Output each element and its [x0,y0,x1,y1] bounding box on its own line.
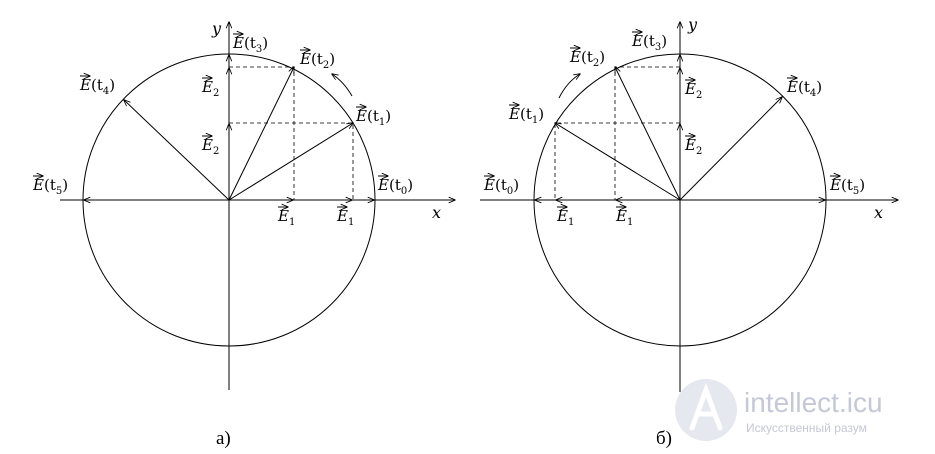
watermark-logo-icon [675,379,737,441]
label-t0-b: E(t0) [483,176,519,197]
svg-text:E: E [483,176,495,194]
vector-t2-a [228,67,294,201]
svg-text:(t5): (t5) [841,176,865,197]
svg-text:(t4): (t4) [91,76,115,97]
svg-text:(t0): (t0) [389,176,413,197]
watermark-subtitle: Искусственный разум [746,421,867,435]
label-t4-a: E(t4) [79,76,115,97]
label-t0-a: E(t0) [377,176,413,197]
svg-text:(t3): (t3) [643,32,667,53]
svg-text:E: E [569,48,581,66]
svg-text:E: E [299,50,311,68]
svg-text:1: 1 [289,217,295,228]
svg-text:(t0): (t0) [495,176,519,197]
label-t1-a: E(t1) [355,107,391,128]
label-t2-b: E(t2) [569,48,605,69]
watermark: intellect.icu Искусственный разум [675,379,883,441]
svg-text:1: 1 [627,217,633,228]
svg-text:E: E [684,136,696,154]
label-t4-b: E(t4) [786,78,822,99]
caption-b: б) [656,428,672,449]
projection-lines-a [229,66,354,200]
panel-b: x y E(t3) E(t2) E(t1) E(t0) [480,15,898,449]
svg-text:1: 1 [568,217,574,228]
svg-text:E: E [201,136,213,154]
svg-text:E: E [556,207,568,225]
svg-text:2: 2 [213,146,219,157]
svg-text:E: E [786,78,798,96]
svg-text:E: E [336,207,348,225]
svg-text:(t3): (t3) [244,34,268,55]
svg-text:2: 2 [696,90,702,101]
vector-t1-b [555,123,681,201]
svg-text:E: E [201,78,213,96]
vector-t1-a [228,123,353,201]
svg-text:E: E [355,107,367,125]
svg-text:E: E [829,176,841,194]
x-axis-label-a: x [432,203,441,222]
svg-text:E: E [32,176,44,194]
rotation-arrow-a [332,74,353,97]
svg-text:E: E [277,207,289,225]
svg-text:2: 2 [213,88,219,99]
x-axis-label-b: x [874,203,883,222]
caption-a: а) [216,428,231,449]
y-axis-label-a: y [211,19,222,38]
svg-text:(t1): (t1) [367,107,391,128]
projection-lines-b [554,66,680,200]
label-t5-b: E(t5) [829,176,865,197]
svg-text:E: E [631,32,643,50]
label-t3-a: E(t3) [232,34,268,55]
svg-text:E: E [684,80,696,98]
label-t2-a: E(t2) [299,50,335,71]
watermark-title: intellect.icu [744,387,883,418]
svg-text:(t1): (t1) [520,105,544,126]
svg-text:2: 2 [696,146,702,157]
y-axis-label-b: y [687,15,698,34]
label-t3-b: E(t3) [631,32,667,53]
svg-text:E: E [79,76,91,94]
vector-t4-a [124,100,230,201]
label-t5-a: E(t5) [32,176,68,197]
svg-text:E: E [377,176,389,194]
svg-text:E: E [615,207,627,225]
svg-text:(t4): (t4) [798,78,822,99]
svg-text:E: E [508,105,520,123]
svg-text:(t2): (t2) [311,50,335,71]
label-t1-b: E(t1) [508,105,544,126]
vector-t4-b [679,97,782,201]
svg-text:(t5): (t5) [44,176,68,197]
svg-text:E: E [232,34,244,52]
svg-text:(t2): (t2) [581,48,605,69]
svg-text:1: 1 [348,217,354,228]
vector-t2-b [615,67,681,201]
panel-a: x y E(t3) E(t2) E(t1) E [32,19,455,449]
rotation-arrow-b [558,74,580,99]
